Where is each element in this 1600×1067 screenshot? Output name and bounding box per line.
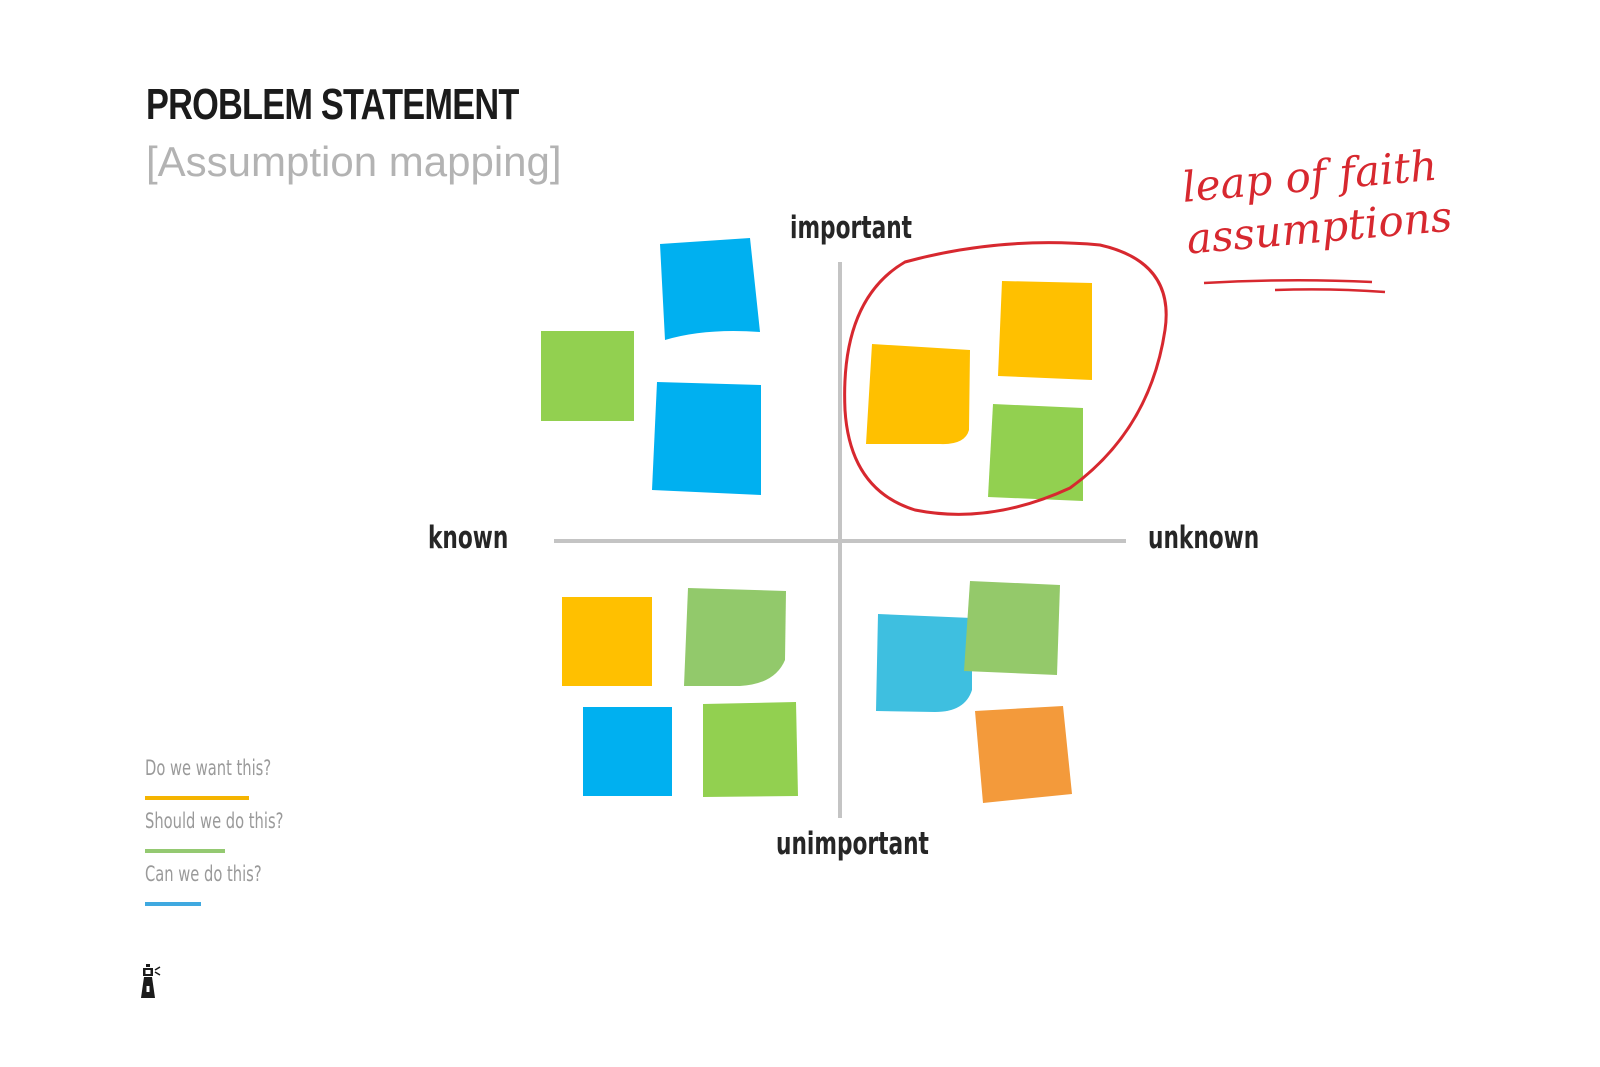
legend-swatch-blue xyxy=(145,902,201,906)
sticky-note-yellow xyxy=(866,344,970,445)
sticky-note-green xyxy=(988,404,1083,501)
page-title: PROBLEM STATEMENT xyxy=(146,80,519,129)
legend-item-can: Can we do this? xyxy=(145,862,343,915)
leap-of-faith-circle xyxy=(843,241,1168,516)
sticky-note-blue xyxy=(652,382,761,495)
sticky-note-blue xyxy=(876,614,972,712)
sticky-note-green xyxy=(541,331,634,421)
sticky-note-yellow xyxy=(998,281,1092,380)
leap-of-faith-underline xyxy=(1203,278,1386,294)
legend-item-want: Do we want this? xyxy=(145,756,343,809)
axis-label-unknown: unknown xyxy=(1148,520,1260,556)
lighthouse-icon xyxy=(141,964,161,998)
sticky-note-orange xyxy=(975,706,1072,803)
legend-swatch-green xyxy=(145,849,225,853)
sticky-note-yellow xyxy=(562,597,652,686)
axis-label-important: important xyxy=(790,210,913,246)
axis-label-known: known xyxy=(428,520,509,556)
sticky-note-green xyxy=(964,581,1060,675)
legend-label: Do we want this? xyxy=(145,756,272,780)
sticky-note-green xyxy=(703,702,798,797)
legend-label: Should we do this? xyxy=(145,809,284,833)
legend-item-should: Should we do this? xyxy=(145,809,343,862)
page-subtitle: [Assumption mapping] xyxy=(146,138,562,185)
sticky-note-green xyxy=(684,588,786,686)
axis-label-unimportant: unimportant xyxy=(776,826,929,862)
sticky-note-blue xyxy=(583,707,672,796)
legend-label: Can we do this? xyxy=(145,862,262,886)
legend: Do we want this? Should we do this? Can … xyxy=(145,756,343,915)
sticky-note-blue xyxy=(660,238,760,340)
legend-swatch-yellow xyxy=(145,796,249,800)
